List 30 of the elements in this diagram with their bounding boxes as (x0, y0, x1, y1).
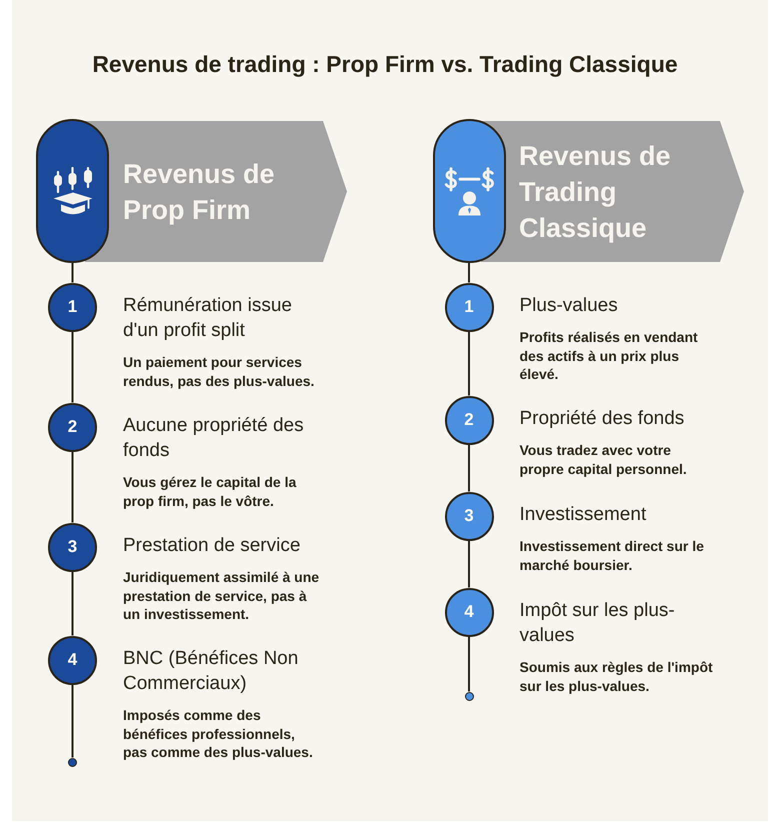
connector-line (72, 263, 74, 282)
step-description: Un paiement pour services rendus, pas des plus-values. (123, 353, 316, 390)
step-title: Impôt sur les plus-values (520, 598, 676, 648)
banner-title: Revenus de Prop Firm (123, 158, 276, 227)
step-title: Aucune propriété des fonds (123, 414, 305, 462)
diagram-title: Revenus de trading : Prop Firm vs. Trading Classique (91, 50, 679, 78)
connector-line (468, 540, 470, 588)
step-description: Vous gérez le capital de la prop firm, pas le vôtre. (123, 473, 298, 510)
banner-title: Revenus de Trading Classique (519, 140, 672, 245)
connector-line (468, 263, 470, 282)
step-description: Investissement direct sur le marché boursier. (520, 537, 705, 574)
step-description: Soumis aux règles de l'impôt sur les plus-values. (520, 658, 714, 695)
connector-line (72, 572, 74, 636)
step-title: Prestation de service (123, 534, 302, 558)
connector-line (468, 332, 470, 396)
connector-line (72, 332, 74, 402)
icon-pill (36, 119, 109, 263)
step-description: Juridiquement assimilé à une prestation de service, pas à un investissement. (123, 568, 320, 624)
connector-line (72, 452, 74, 522)
step-title: Propriété des fonds (520, 406, 686, 430)
step-title: Plus-values (520, 294, 619, 318)
step-title: BNC (Bénéfices Non Commerciaux) (123, 646, 300, 696)
connector-line (72, 684, 74, 758)
connector-line (468, 444, 470, 492)
step-description: Imposés comme des bénéfices professionnels, pas comme des plus-values. (123, 706, 314, 762)
step-description: Vous tradez avec votre propre capital personnel. (520, 441, 688, 478)
step-title: Rémunération issue d'un profit split (123, 294, 293, 342)
step-title: Investissement (520, 502, 648, 526)
step-description: Profits réalisés en vendant des actifs à un prix plus élevé. (520, 328, 699, 384)
connector-line (468, 636, 470, 692)
